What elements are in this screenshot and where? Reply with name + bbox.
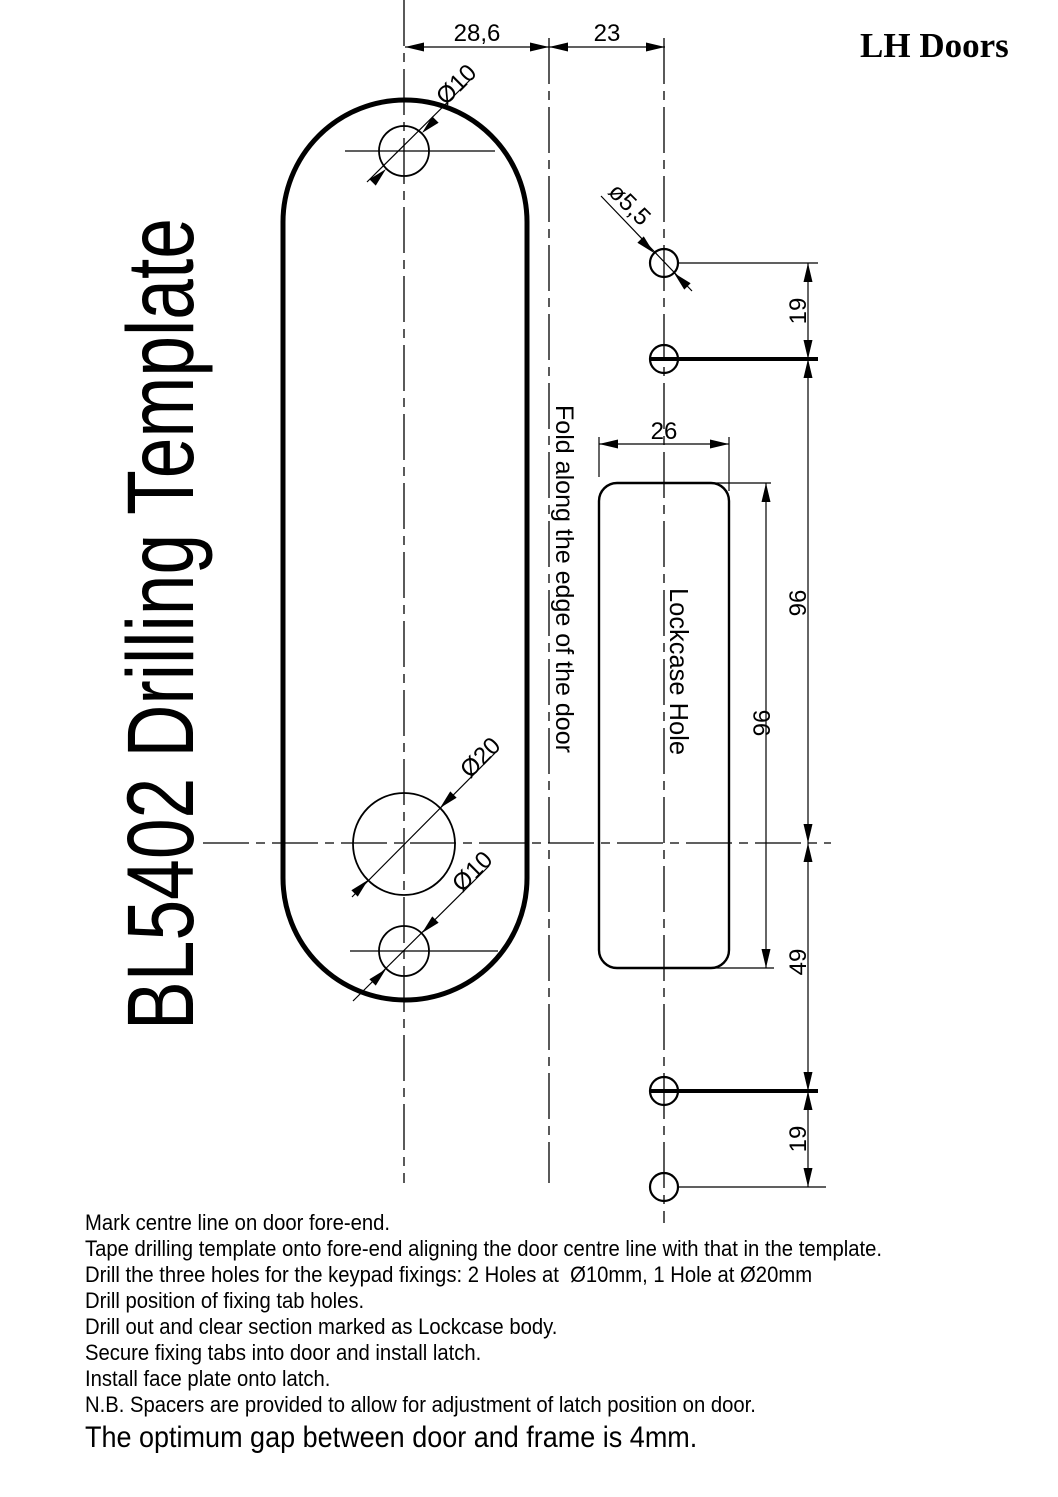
dim-label-26: 26 — [651, 418, 678, 445]
instructions: Mark centre line on door fore-end. Tape … — [85, 1210, 1021, 1456]
fold-line-label: Fold along the edge of the door — [550, 405, 578, 753]
instruction-step-7: Install face plate onto latch. — [85, 1366, 331, 1391]
doors-variant-label: LH Doors — [860, 26, 1009, 65]
dim-label-19-top: 19 — [785, 298, 812, 325]
callout-spindle: Ø20 — [455, 732, 506, 783]
dim-label-19-bottom: 19 — [785, 1126, 812, 1153]
spindle-hole — [352, 792, 456, 896]
dim-label-96-inner: 96 — [749, 710, 776, 737]
dim-label-28-6: 28,6 — [454, 20, 501, 47]
instruction-step-1: Mark centre line on door fore-end. — [85, 1210, 391, 1235]
dimension-lines — [345, 46, 826, 1188]
leader-spindle — [351, 750, 498, 898]
instruction-step-4: Drill position of fixing tab holes. — [85, 1288, 365, 1313]
instruction-step-2: Tape drilling template onto fore-end ali… — [85, 1236, 882, 1261]
dimension-arrows — [351, 42, 813, 1187]
leader-keypad-top — [366, 77, 473, 183]
page-title-vertical: BL5402 Drilling Template — [108, 218, 214, 1030]
drill-holes — [352, 125, 680, 1203]
callout-fixing-tab: ø5,5 — [603, 178, 656, 231]
keypad-template-outline — [280, 97, 530, 1003]
instruction-step-6: Secure fixing tabs into door and install… — [85, 1340, 482, 1365]
instruction-footer: The optimum gap between door and frame i… — [85, 1421, 698, 1454]
tab-reference-lines — [650, 357, 818, 1093]
instruction-step-3: Drill the three holes for the keypad fix… — [85, 1262, 813, 1287]
instruction-step-5: Drill out and clear section marked as Lo… — [85, 1314, 558, 1339]
lockcase-hole-outline — [597, 481, 731, 970]
dim-label-23: 23 — [594, 20, 621, 47]
centerlines — [203, 0, 831, 1223]
lockcase-hole-label: Lockcase Hole — [664, 588, 694, 755]
dim-label-96-outer: 96 — [785, 590, 812, 617]
dim-label-49: 49 — [785, 949, 812, 976]
instruction-step-8: N.B. Spacers are provided to allow for a… — [85, 1392, 756, 1417]
